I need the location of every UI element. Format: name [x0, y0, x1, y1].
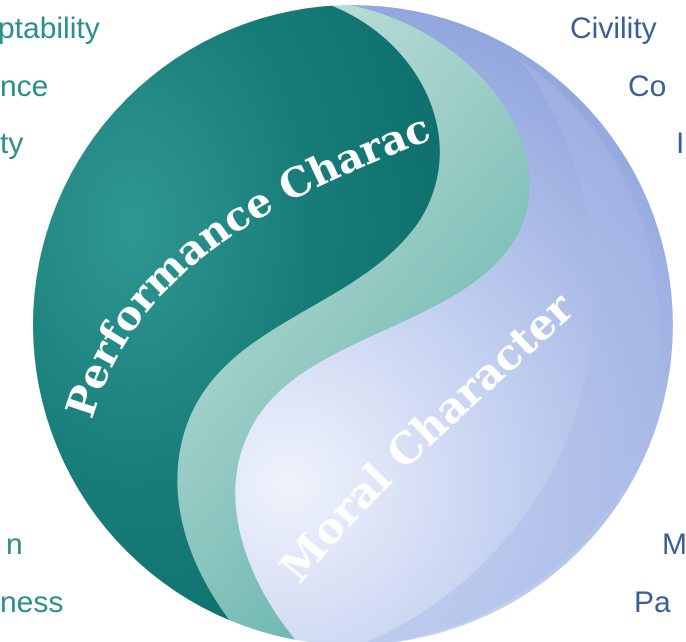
right-trait-2: Co	[628, 70, 667, 103]
right-trait-1: Civility	[570, 12, 657, 45]
moral-highlight	[360, 60, 660, 642]
right-trait-3: I	[676, 127, 685, 160]
right-trait-4: M	[662, 528, 686, 561]
left-trait-1: ptability	[0, 12, 100, 45]
left-trait-2: nce	[0, 70, 49, 103]
left-trait-5: ness	[0, 586, 64, 619]
right-trait-5: Pa	[634, 586, 671, 619]
left-trait-3: ty	[0, 127, 24, 160]
performance-region	[33, 5, 440, 642]
left-trait-4: n	[6, 528, 23, 561]
